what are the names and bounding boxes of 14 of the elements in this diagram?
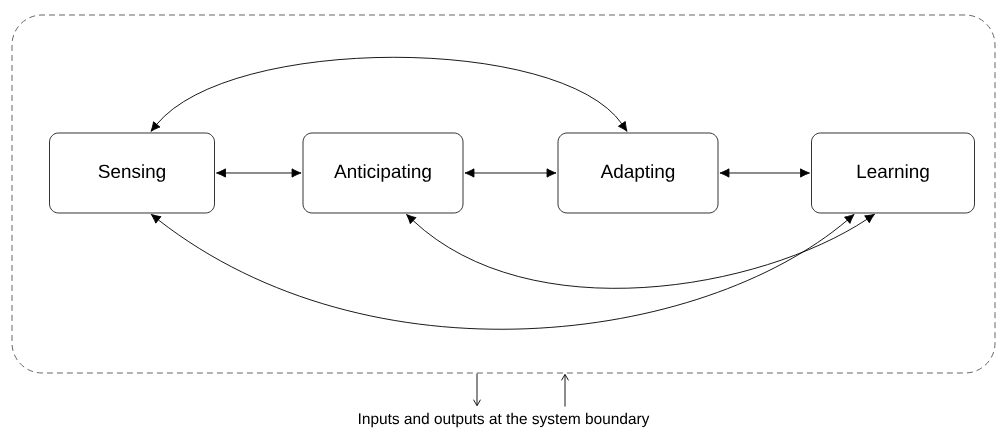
process-box: Adapting [557,132,719,214]
arrow [406,213,875,289]
arrow [561,373,569,408]
arrow [216,168,302,178]
arrow [464,168,557,178]
boundary-caption: Inputs and outputs at the system boundary [359,412,650,428]
process-box: Anticipating [302,132,464,214]
arrow [719,168,810,178]
process-box: Sensing [49,132,215,214]
arrow [150,213,855,330]
arrow [150,56,628,132]
process-box: Learning [811,132,975,214]
system-boundary [11,14,996,374]
arrow [473,373,481,407]
